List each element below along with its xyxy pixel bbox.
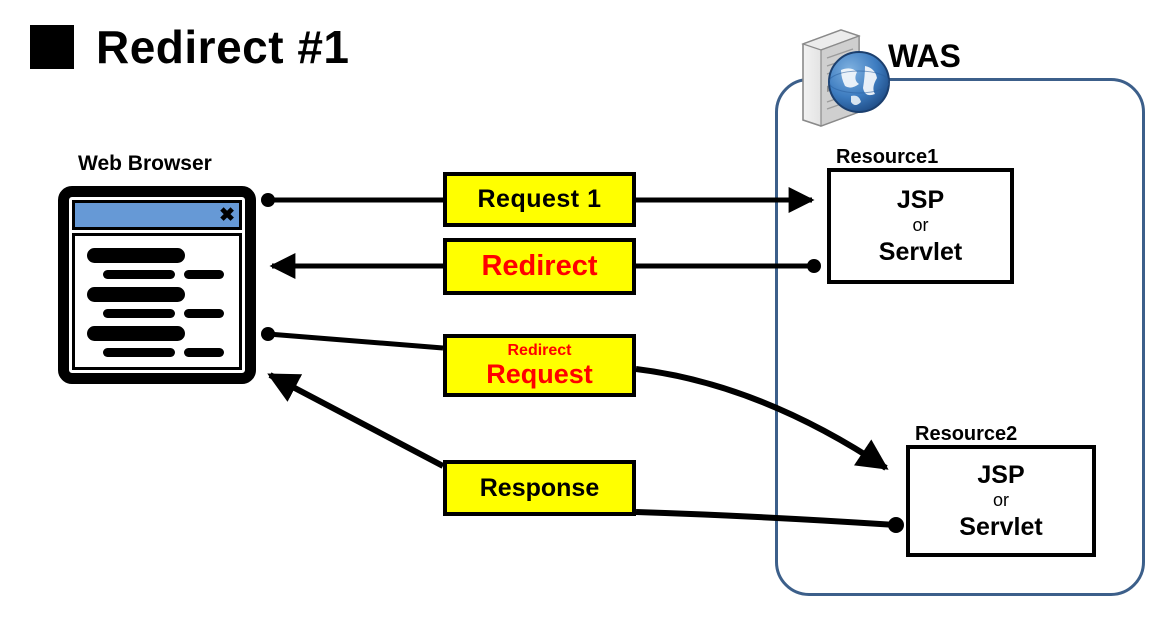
resource1-box[interactable]: JSP or Servlet xyxy=(827,168,1014,284)
message-box-request1[interactable]: Request 1 xyxy=(443,172,636,227)
close-icon[interactable]: ✖ xyxy=(219,204,235,226)
content-text-row xyxy=(103,270,229,279)
message-label: Redirect xyxy=(481,250,598,283)
resource1-label: Resource1 xyxy=(836,146,939,168)
content-text-row xyxy=(103,348,229,357)
resource1-line2: or xyxy=(912,215,929,236)
content-heading-bar xyxy=(87,248,185,263)
content-heading-bar xyxy=(87,326,185,341)
content-bar xyxy=(103,309,175,318)
resource2-box[interactable]: JSP or Servlet xyxy=(906,445,1096,557)
message-sublabel: Redirect xyxy=(507,341,572,359)
web-browser-label: Web Browser xyxy=(78,152,212,175)
resource2-line3: Servlet xyxy=(959,512,1043,541)
message-box-response[interactable]: Response xyxy=(443,460,636,516)
browser-titlebar: ✖ xyxy=(72,200,242,230)
web-browser-window: ✖ xyxy=(58,186,256,384)
page-title: Redirect #1 xyxy=(30,24,350,70)
message-label: Response xyxy=(479,473,600,502)
browser-content xyxy=(72,233,242,370)
resource2-label: Resource2 xyxy=(915,423,1018,445)
resource1-line1: JSP xyxy=(896,185,945,214)
message-box-redirect[interactable]: Redirect xyxy=(443,238,636,295)
message-label: Request 1 xyxy=(477,185,602,214)
filled-square-icon xyxy=(30,25,74,69)
wire-dot-request1 xyxy=(261,193,275,207)
was-boundary xyxy=(775,78,1145,596)
content-line-group xyxy=(85,287,229,318)
content-bar xyxy=(184,348,224,357)
content-bar xyxy=(184,270,224,279)
server-globe-icon xyxy=(801,29,890,127)
resource2-line2: or xyxy=(992,490,1009,511)
resource1-line3: Servlet xyxy=(878,237,963,266)
content-bar xyxy=(103,348,175,357)
content-bar xyxy=(103,270,175,279)
resource2-line1: JSP xyxy=(977,460,1025,489)
wire-response-left xyxy=(267,372,445,469)
content-heading-bar xyxy=(87,287,185,302)
wire-dot-redirect-request xyxy=(261,327,275,341)
content-bar xyxy=(184,309,224,318)
content-text-row xyxy=(103,309,229,318)
page-title-text: Redirect #1 xyxy=(96,21,350,73)
message-label: Request xyxy=(486,358,593,389)
content-line-group xyxy=(85,326,229,357)
message-box-redirect-request[interactable]: Redirect Request xyxy=(443,334,636,397)
wire-redirect-request-left xyxy=(267,331,444,351)
was-label: WAS xyxy=(888,38,961,74)
content-line-group xyxy=(85,248,229,279)
